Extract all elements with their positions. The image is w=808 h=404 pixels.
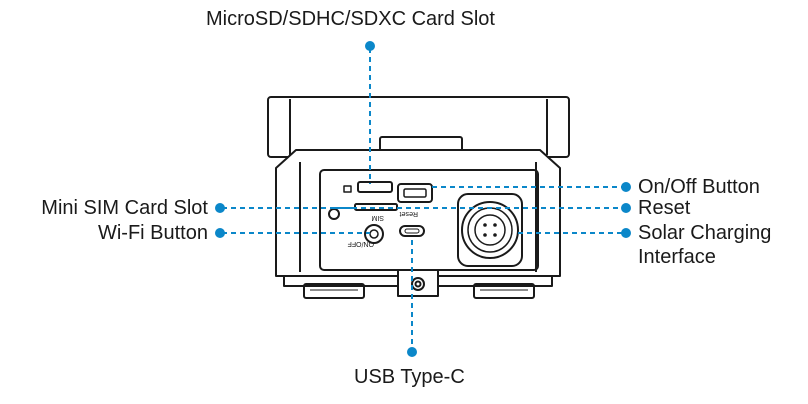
label-solar-charging-2: Interface	[638, 246, 716, 268]
callout-dots	[215, 41, 631, 357]
foot-left	[303, 283, 365, 299]
port-cover-recess	[319, 169, 539, 271]
callout-dot-microsd	[365, 41, 375, 51]
label-solar-charging-1: Solar Charging	[638, 222, 772, 244]
marking-reset: Reset	[400, 210, 418, 217]
solar-port-frame	[457, 193, 523, 267]
foot-right	[473, 283, 535, 299]
top-hinge	[379, 136, 463, 152]
center-mount	[397, 269, 439, 297]
microsd-slot	[357, 181, 393, 193]
usbc-port	[399, 225, 425, 237]
label-wifi-button: Wi-Fi Button	[97, 222, 208, 244]
upper-housing	[267, 96, 570, 158]
wifi-button-shape	[364, 224, 384, 244]
callout-dot-sim	[215, 203, 225, 213]
callout-dot-wifi	[215, 228, 225, 238]
onoff-button	[397, 183, 433, 203]
label-mini-sim-slot: Mini SIM Card Slot	[41, 197, 208, 219]
callout-dot-reset	[621, 203, 631, 213]
label-usb-type-c: USB Type-C	[354, 366, 465, 388]
callout-dot-onoff	[621, 182, 631, 192]
marking-onoff: ON/OFF	[348, 240, 374, 247]
device-outline	[267, 96, 570, 299]
label-reset: Reset	[638, 197, 691, 219]
marking-sim: SIM	[371, 214, 384, 221]
callout-dot-usbc	[407, 347, 417, 357]
label-microsd-slot: MicroSD/SDHC/SDXC Card Slot	[206, 8, 495, 30]
solar-connector	[461, 201, 519, 259]
callout-dot-solar	[621, 228, 631, 238]
callout-lines	[222, 48, 624, 352]
label-onoff-button: On/Off Button	[638, 176, 760, 198]
